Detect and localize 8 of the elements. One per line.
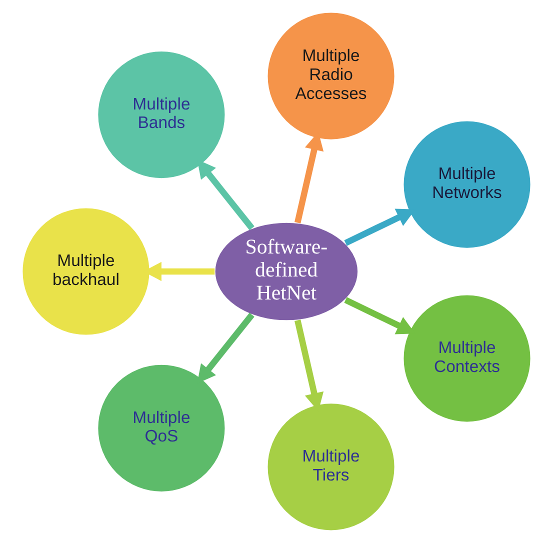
node-circle: Multiple backhaul bbox=[21, 207, 150, 336]
node-circle: Multiple Radio Accesses bbox=[266, 12, 395, 140]
node-ellipse: Software-defined HetNet bbox=[214, 222, 358, 322]
node-circle: Multiple Tiers bbox=[266, 402, 395, 532]
node-circle: Multiple Contexts bbox=[402, 294, 531, 423]
arrow bbox=[196, 312, 254, 384]
node-circle: Multiple Networks bbox=[402, 120, 531, 249]
arrow bbox=[196, 160, 254, 230]
